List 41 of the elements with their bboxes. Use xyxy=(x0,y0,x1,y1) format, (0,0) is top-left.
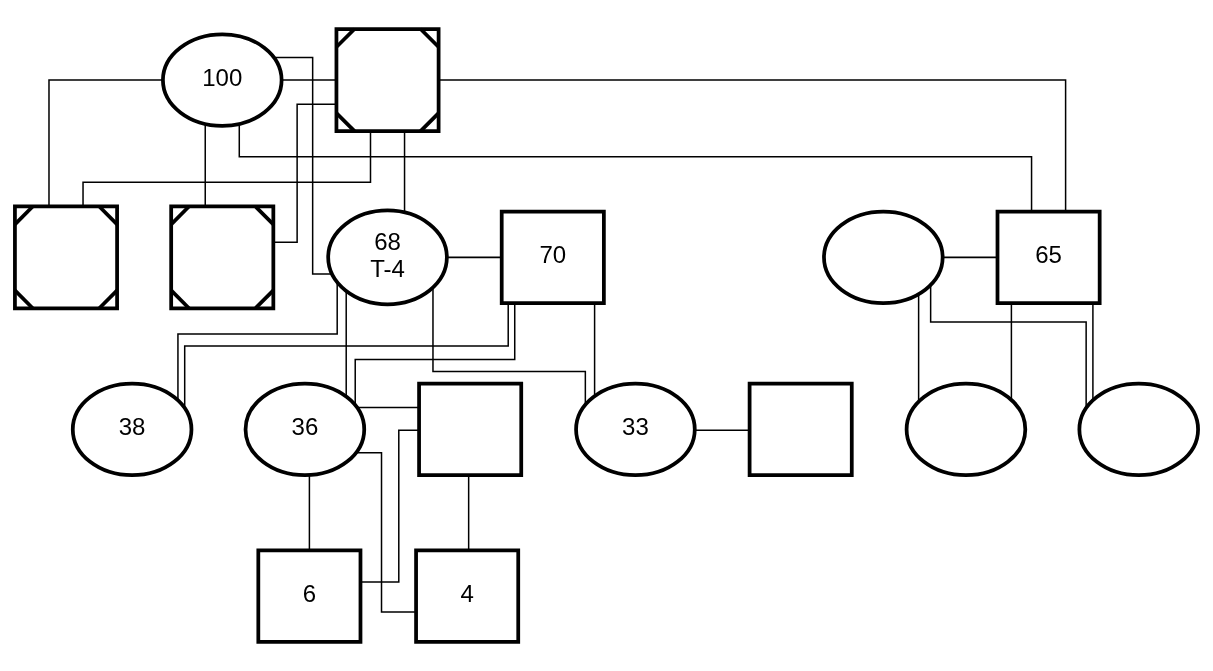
node-ellipse: 100 xyxy=(161,32,284,128)
connector xyxy=(273,56,333,275)
node-ellipse: 33 xyxy=(574,381,697,478)
connector xyxy=(356,406,420,409)
connector xyxy=(1092,302,1094,401)
connector xyxy=(345,290,347,398)
connector xyxy=(917,293,920,403)
connector xyxy=(446,256,503,259)
connector xyxy=(694,429,751,431)
connector xyxy=(432,287,587,406)
connector xyxy=(1010,302,1013,401)
node-box xyxy=(747,381,854,478)
connector xyxy=(467,474,470,552)
node-box: 4 xyxy=(414,548,521,644)
node-box: 6 xyxy=(256,548,363,644)
connector xyxy=(308,474,311,552)
connector xyxy=(360,429,420,583)
connector xyxy=(183,302,509,409)
connector xyxy=(238,123,1033,212)
connector xyxy=(403,130,406,213)
connector xyxy=(281,79,337,81)
connector xyxy=(438,79,1067,212)
node-box xyxy=(417,381,524,478)
connector xyxy=(177,281,338,401)
connector xyxy=(942,256,998,259)
node-ellipse: 68 T-4 xyxy=(326,208,449,307)
connector xyxy=(272,103,337,244)
node-ellipse: 36 xyxy=(243,381,367,478)
connector xyxy=(593,302,596,397)
connector xyxy=(355,451,417,613)
node-circle xyxy=(822,209,945,306)
connector xyxy=(204,123,206,207)
node-circle xyxy=(1077,381,1200,478)
node-ellipse: 38 xyxy=(70,381,194,478)
node-box: 70 xyxy=(499,209,606,306)
connector xyxy=(48,79,164,207)
connector xyxy=(82,131,372,207)
connector xyxy=(354,302,516,406)
node-circle xyxy=(904,381,1028,478)
node-box: 65 xyxy=(995,209,1102,306)
connector xyxy=(929,284,1087,409)
